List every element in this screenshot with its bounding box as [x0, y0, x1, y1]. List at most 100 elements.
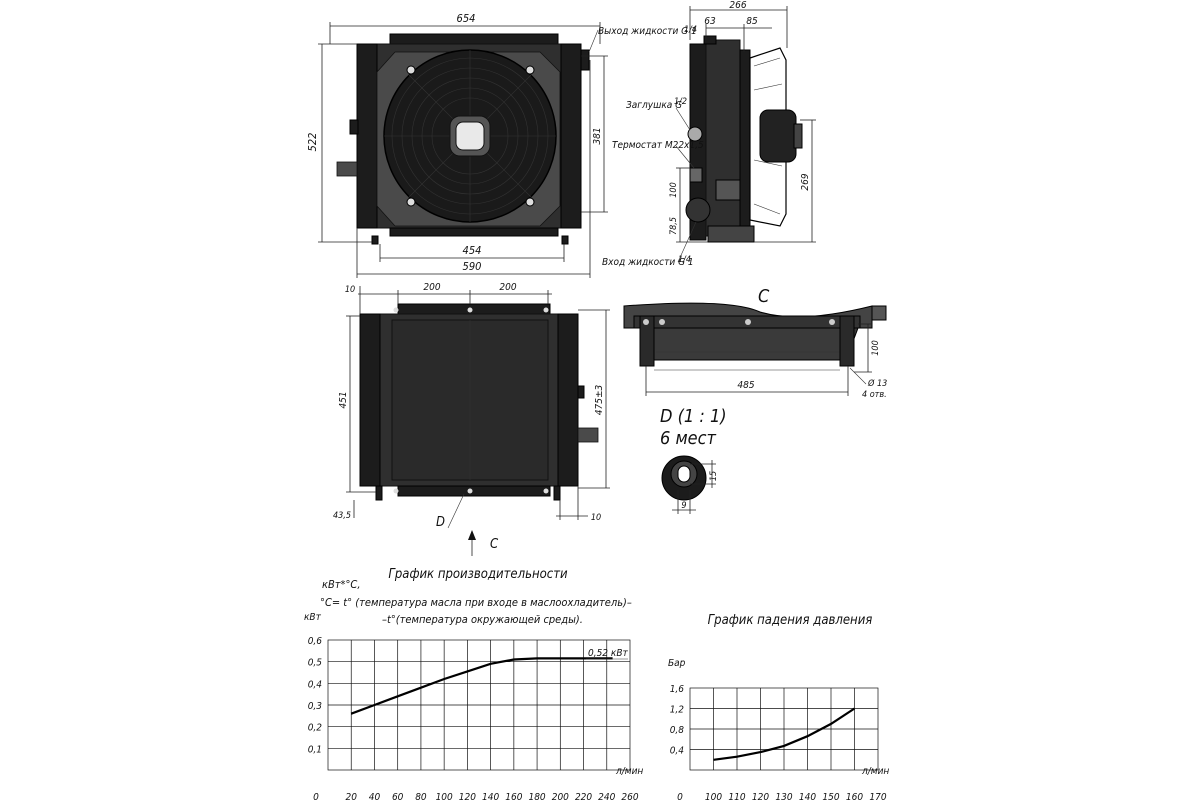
rear-view: 10 200 200 451 475±3 43,5 10 D C	[333, 282, 610, 556]
label-plug: Заглушка G	[626, 100, 682, 111]
bolt	[406, 65, 416, 75]
x-tick-label: 100	[436, 792, 453, 800]
x-tick-label: 150	[822, 792, 839, 800]
detail-subtitle: 6 мест	[660, 428, 717, 449]
label-outlet: Выход жидкости G 1	[598, 26, 697, 37]
dim-span-a: 200	[423, 282, 440, 293]
performance-note-1: кВт*°С,	[322, 578, 360, 591]
front-foot-right	[561, 235, 569, 245]
performance-xlabel: л/мин	[615, 766, 643, 777]
rear-foot-right	[553, 485, 561, 501]
y-tick-label: 0,6	[308, 636, 323, 647]
pressure-xlabel: л/мин	[861, 766, 889, 777]
detail-slot	[677, 465, 691, 483]
bottom-left-leg	[639, 315, 655, 367]
front-view: 654 522 381 454 590 Выход жидкости G 1 1…	[306, 12, 697, 278]
callout-d: D	[436, 515, 445, 530]
bolt	[525, 197, 535, 207]
dim-side-269: 269	[800, 173, 811, 190]
dim-detail-15: 15	[709, 471, 719, 481]
dim-hole-count: 4 отв.	[862, 390, 887, 400]
performance-y-ticks: 0,10,20,30,40,50,6	[308, 636, 323, 755]
dim-side-78: 78,5	[669, 217, 679, 235]
x-tick-label: 120	[752, 792, 769, 800]
side-foot	[707, 225, 755, 243]
x-tick-label: 260	[621, 792, 638, 800]
x-tick-label: 160	[505, 792, 522, 800]
x-tick-label: 120	[459, 792, 476, 800]
front-outlet-fitting	[580, 49, 590, 71]
front-right-tank	[560, 43, 582, 229]
label-inlet-frac: 1/4	[678, 255, 691, 265]
view-arrow-c: C	[490, 537, 499, 552]
bottom-fitting	[871, 305, 887, 321]
x-tick-label: 220	[575, 792, 592, 800]
x-tick-label: 100	[705, 792, 722, 800]
x-tick-label: 170	[869, 792, 886, 800]
bottom-view: C 100 485 Ø 13 4 отв.	[623, 286, 887, 400]
dim-side-100: 100	[669, 182, 679, 197]
dim-depth-b: 85	[746, 16, 758, 27]
bottom-core	[639, 327, 859, 361]
dim-bottom-485: 485	[737, 380, 754, 391]
performance-chart-title: График производительности	[388, 567, 568, 582]
x-tick-label: 110	[728, 792, 745, 800]
dim-height-total: 522	[306, 133, 319, 152]
x-tick-label: 160	[846, 792, 863, 800]
rear-bottom-bracket	[397, 485, 551, 497]
dim-hole: Ø 13	[867, 378, 887, 389]
y-tick-label: 0,5	[308, 658, 323, 669]
y-tick-label: 0,3	[308, 701, 323, 712]
side-shroud	[739, 49, 751, 227]
dim-depth-a: 63	[704, 16, 716, 27]
y-tick-label: 0,1	[308, 744, 322, 755]
dim-width-total: 654	[457, 12, 476, 25]
performance-note-3: –t°(температура окружающей среды).	[382, 613, 583, 626]
label-thermostat: Термостат M22x1,5	[612, 140, 704, 151]
x-tick-label: 80	[415, 792, 427, 800]
performance-chart: График производительности кВт*°С, °С= t°…	[304, 567, 643, 800]
bottom-view-title: C	[758, 286, 770, 307]
rear-right-tank	[557, 313, 579, 487]
front-bottom-bracket	[389, 227, 559, 237]
dim-rear-10: 10	[345, 285, 355, 295]
dim-bottom-100: 100	[871, 340, 881, 355]
bolt	[525, 65, 535, 75]
side-inlet	[685, 197, 711, 223]
dim-width-feet: 454	[463, 244, 482, 257]
x-tick-label: 130	[775, 792, 792, 800]
dim-width-body: 590	[463, 260, 482, 273]
dim-rear-10-bottom: 10	[591, 513, 601, 523]
bolt	[406, 197, 416, 207]
side-core	[705, 39, 741, 237]
performance-note-2: °С= t° (температура масла при входе в ма…	[320, 596, 632, 609]
dim-rear-451: 451	[338, 391, 349, 408]
y-tick-label: 0,8	[670, 725, 685, 736]
side-plug	[687, 126, 703, 142]
label-plug-frac: 1/2	[674, 97, 687, 107]
detail-view: D (1 : 1) 6 мест 15 9	[660, 406, 727, 514]
x-tick-label: 180	[528, 792, 545, 800]
pressure-chart: График падения давления Бар 0,40,81,21,6…	[668, 613, 889, 800]
side-motor	[759, 109, 797, 163]
front-foot-left	[371, 235, 379, 245]
rear-foot-left	[375, 485, 383, 501]
dim-depth-total: 266	[729, 0, 746, 11]
front-side-fitting	[336, 161, 358, 177]
y-tick-label: 1,6	[670, 684, 685, 695]
x-tick-label: 20	[346, 792, 358, 800]
detail-title: D (1 : 1)	[660, 406, 727, 427]
label-outlet-frac: 1/4	[684, 25, 697, 35]
x-tick-label: 200	[552, 792, 569, 800]
x-tick-label: 40	[369, 792, 381, 800]
fan-guard	[383, 49, 557, 223]
front-left-tank	[356, 43, 378, 229]
side-thermostat	[689, 167, 703, 183]
bottom-right-leg	[839, 315, 855, 367]
pressure-grid	[689, 687, 879, 771]
x-tick-label: 0	[677, 792, 683, 800]
rear-fitting	[577, 427, 599, 443]
